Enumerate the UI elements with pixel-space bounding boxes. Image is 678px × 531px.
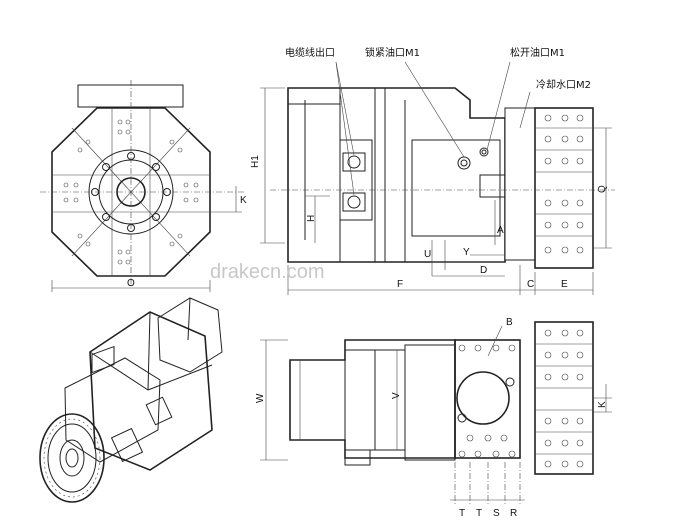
callout-cable-outlet: 电缆线出口 — [285, 46, 335, 59]
watermark: drakecn.com — [210, 261, 325, 283]
oil-port-M1-release — [479, 147, 489, 157]
dim-W: W — [255, 393, 266, 403]
dim-T-2: T — [476, 508, 482, 519]
dim-U: U — [424, 249, 431, 260]
dim-B: B — [506, 317, 513, 328]
dim-V: V — [391, 392, 402, 399]
side-view — [260, 61, 615, 295]
callout-release-oil-port: 松开油口M1 — [510, 46, 565, 59]
dim-Y: Y — [463, 247, 470, 258]
dim-R: R — [510, 508, 517, 519]
dim-H: H — [306, 215, 317, 222]
dim-C: C — [527, 279, 534, 290]
top-view — [260, 321, 612, 505]
dim-O: O — [127, 278, 135, 289]
dim-H1: H1 — [250, 155, 261, 168]
dim-D: D — [480, 265, 487, 276]
isometric-view — [39, 297, 223, 503]
callout-coolant-port: 冷却水口M2 — [536, 78, 591, 91]
dim-A: A — [497, 225, 504, 236]
dim-K-front: K — [240, 195, 247, 206]
dim-F: F — [397, 279, 403, 290]
oil-port-M1-clamp — [457, 156, 471, 170]
front-view — [40, 80, 245, 292]
dim-Q: Q — [597, 185, 608, 193]
dim-K-top: K — [597, 401, 608, 408]
callout-clamp-oil-port: 锁紧油口M1 — [365, 46, 420, 59]
dim-E: E — [561, 279, 568, 290]
dim-T-1: T — [459, 508, 465, 519]
tool-station-holes — [63, 119, 199, 265]
dim-S: S — [493, 508, 500, 519]
